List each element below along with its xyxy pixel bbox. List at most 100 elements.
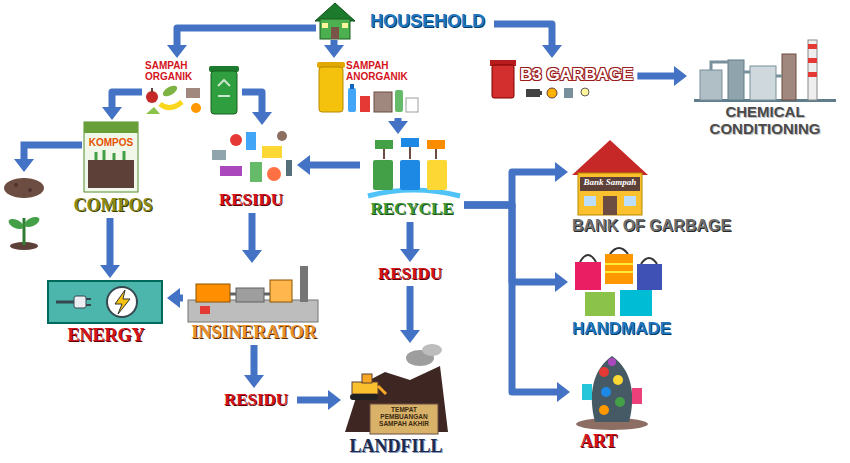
waste-node: SAMPAH ORGANIK (142, 58, 242, 118)
flow-arrow (100, 218, 120, 278)
arrow-head (555, 162, 568, 182)
arrow-head (167, 45, 187, 58)
waste-node: SAMPAH ANORGANIK (316, 58, 422, 118)
inorganic-waste-icons-part (395, 90, 403, 112)
waste-node: LANDFILL (341, 343, 451, 459)
house-icon-part (342, 23, 348, 28)
compost-book-part (84, 122, 138, 192)
waste-node: ART (570, 348, 656, 454)
soil-and-plant (4, 145, 82, 250)
residue-heap-part (250, 162, 262, 182)
handmade-bags-part (580, 255, 596, 262)
energy-meter-part (115, 290, 130, 314)
recycle-bins-part (400, 160, 420, 190)
picture-caption: KOMPOS (86, 137, 136, 148)
incinerator-plant-part (236, 288, 264, 302)
node-label: RESIDU (378, 265, 442, 284)
art-sculpture-part (582, 384, 592, 400)
recycle-bins-part (373, 160, 393, 190)
arrow-shaft (107, 218, 114, 266)
arrow-shaft (494, 24, 552, 46)
arrow-head (252, 112, 272, 125)
flow-arrow (494, 24, 562, 58)
arrow-head (324, 45, 344, 58)
chemical-plant-part (808, 72, 817, 77)
landfill-scene-part (378, 386, 386, 394)
node-label: ENERGY (67, 326, 144, 346)
arrow-head (297, 155, 310, 175)
handmade-bags (575, 248, 662, 316)
chemical-plant-part (808, 44, 817, 49)
art-sculpture-part (592, 356, 632, 422)
compost-book-part (88, 160, 134, 188)
arrow-head (167, 288, 180, 308)
hazardous-waste-icons-part (564, 88, 573, 98)
node-label: B3 GARBAGE (520, 66, 633, 85)
node-label: LANDFILL (349, 437, 442, 457)
residue-heap-part (246, 132, 256, 150)
organic-waste-icons-part (211, 71, 237, 114)
soil-and-plant-part (4, 178, 44, 198)
picture-caption: TEMPAT PEMBUANGAN SAMPAH AKHIR (372, 406, 436, 427)
inorganic-waste-icons-part (360, 96, 370, 112)
recycle-bins-part (375, 140, 393, 149)
inorganic-waste-icons-part (374, 92, 392, 112)
flow-arrow (464, 205, 570, 402)
soil-and-plant-part (23, 215, 41, 229)
node-label: SAMPAH ANORGANIK (346, 60, 418, 82)
recycle-bins-part (427, 140, 445, 149)
incinerator-plant-part (200, 306, 210, 314)
house-icon-part (315, 3, 355, 21)
flow-arrow (102, 92, 142, 120)
compost-book-part (84, 122, 138, 133)
handmade-bags-part (575, 262, 601, 290)
arrow-head (100, 265, 120, 278)
landfill-scene-part (362, 374, 372, 383)
compost-book (84, 122, 138, 192)
energy-meter-part (74, 296, 86, 308)
node-label: INSINERATOR (191, 323, 316, 343)
flow-arrow (637, 66, 687, 86)
soil-and-plant-part (14, 159, 34, 172)
inorganic-waste-icons-part (406, 98, 418, 112)
garbage-bank-house (572, 140, 648, 215)
landfill-scene-part (352, 382, 378, 394)
arrow-head (674, 66, 687, 86)
art-sculpture-part (601, 387, 611, 397)
garbage-bank-house-part (584, 196, 596, 206)
picture-caption: Bank Sampah (580, 178, 640, 188)
node-label: HANDMADE (572, 320, 671, 339)
arrow-head (400, 330, 420, 343)
waste-node: RESIDU (205, 125, 297, 213)
inorganic-waste-icons-part (319, 67, 343, 112)
arrow-head (555, 272, 568, 292)
arrow-shaft (249, 213, 256, 251)
house-icon (315, 3, 355, 39)
recycle-bins (368, 138, 460, 196)
organic-waste-icons-part (191, 103, 201, 113)
garbage-bank-house-part (603, 196, 617, 215)
waste-node: COMPOS (70, 120, 156, 218)
flow-arrow (297, 155, 360, 175)
incinerator-plant (188, 266, 318, 322)
handmade-bags-part (610, 248, 628, 254)
arrow-shaft (309, 162, 360, 169)
organic-waste-icons-part (186, 88, 200, 98)
residue-heap-part (220, 166, 242, 176)
recycle-bins-part (401, 138, 419, 147)
chemical-plant-part (808, 58, 817, 63)
soil-and-plant-part (14, 183, 18, 187)
art-sculpture-part (599, 405, 609, 415)
incinerator-plant-part (270, 280, 292, 302)
flow-arrow (388, 118, 408, 134)
arrow-head (557, 382, 570, 402)
landfill-scene-part (350, 394, 378, 400)
node-label: RESIDU (219, 191, 283, 210)
energy-meter-part (86, 299, 91, 305)
residue-heap-part (230, 134, 242, 146)
node-label: RECYCLE (370, 200, 453, 219)
house-icon-part (322, 23, 328, 28)
chemical-plant-part (700, 70, 722, 100)
house-icon-part (320, 19, 350, 39)
